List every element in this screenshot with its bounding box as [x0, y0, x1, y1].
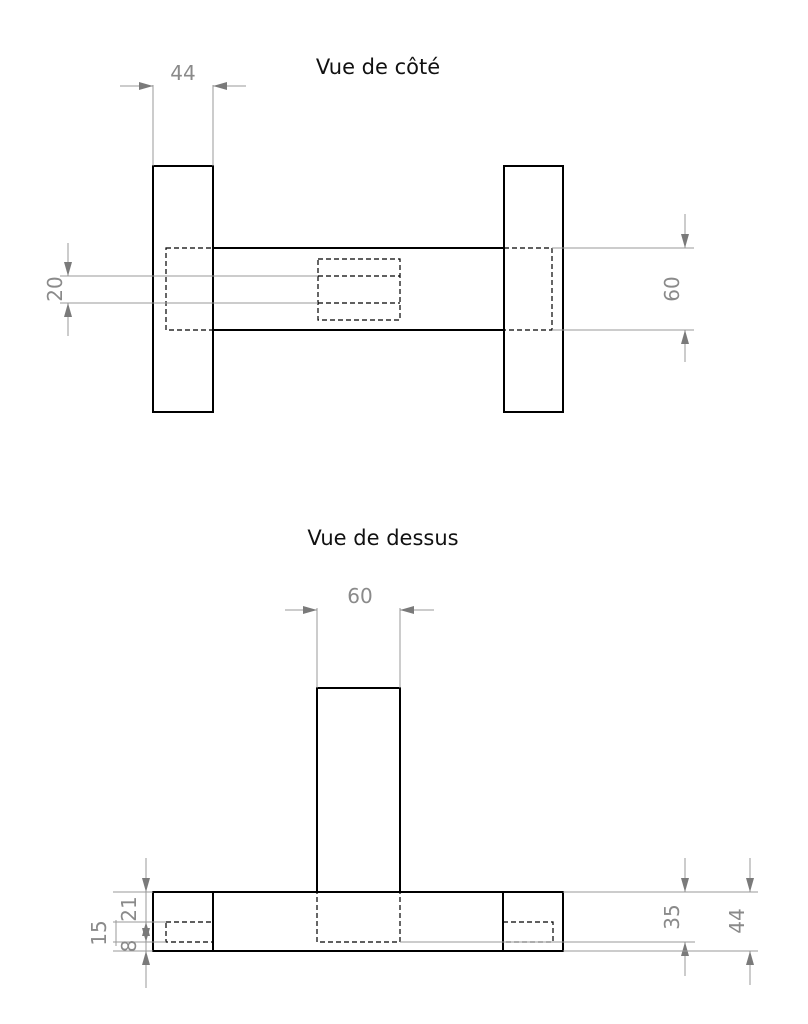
dim-top-left-stack: 15 21 8 — [87, 858, 166, 988]
dim-side-20-label: 20 — [43, 276, 67, 301]
top-left-hidden-bore — [165, 921, 214, 943]
dim-top-21-label: 21 — [117, 896, 141, 921]
dim-top-35: 35 — [400, 858, 695, 976]
dim-top-60-label: 60 — [347, 584, 372, 608]
dim-top-44-label: 44 — [725, 908, 749, 933]
side-view: Vue de côté 44 20 — [43, 55, 694, 413]
side-center-hidden-slot — [317, 258, 401, 321]
dim-top-44: 44 — [563, 858, 758, 985]
dim-top-8-label: 8 — [117, 940, 141, 953]
dim-side-20: 20 — [43, 243, 318, 336]
top-view-title: Vue de dessus — [307, 526, 458, 550]
dim-side-60-label: 60 — [660, 276, 684, 301]
side-view-title: Vue de côté — [316, 55, 440, 79]
dim-side-44-label: 44 — [170, 61, 195, 85]
top-stem — [316, 687, 401, 893]
dim-top-60: 60 — [285, 584, 434, 688]
dim-side-60: 60 — [552, 214, 694, 362]
side-right-hidden-bore — [503, 247, 553, 331]
dim-top-35-label: 35 — [660, 904, 684, 929]
side-left-block — [152, 165, 214, 413]
top-center-hidden-slot — [316, 891, 401, 943]
top-right-hidden-bore — [502, 921, 554, 943]
side-left-hidden-bore — [165, 247, 214, 331]
dim-top-15-label: 15 — [87, 920, 111, 945]
side-right-block — [503, 165, 564, 413]
dim-side-44: 44 — [120, 61, 246, 166]
top-view: Vue de dessus 60 — [87, 526, 758, 988]
